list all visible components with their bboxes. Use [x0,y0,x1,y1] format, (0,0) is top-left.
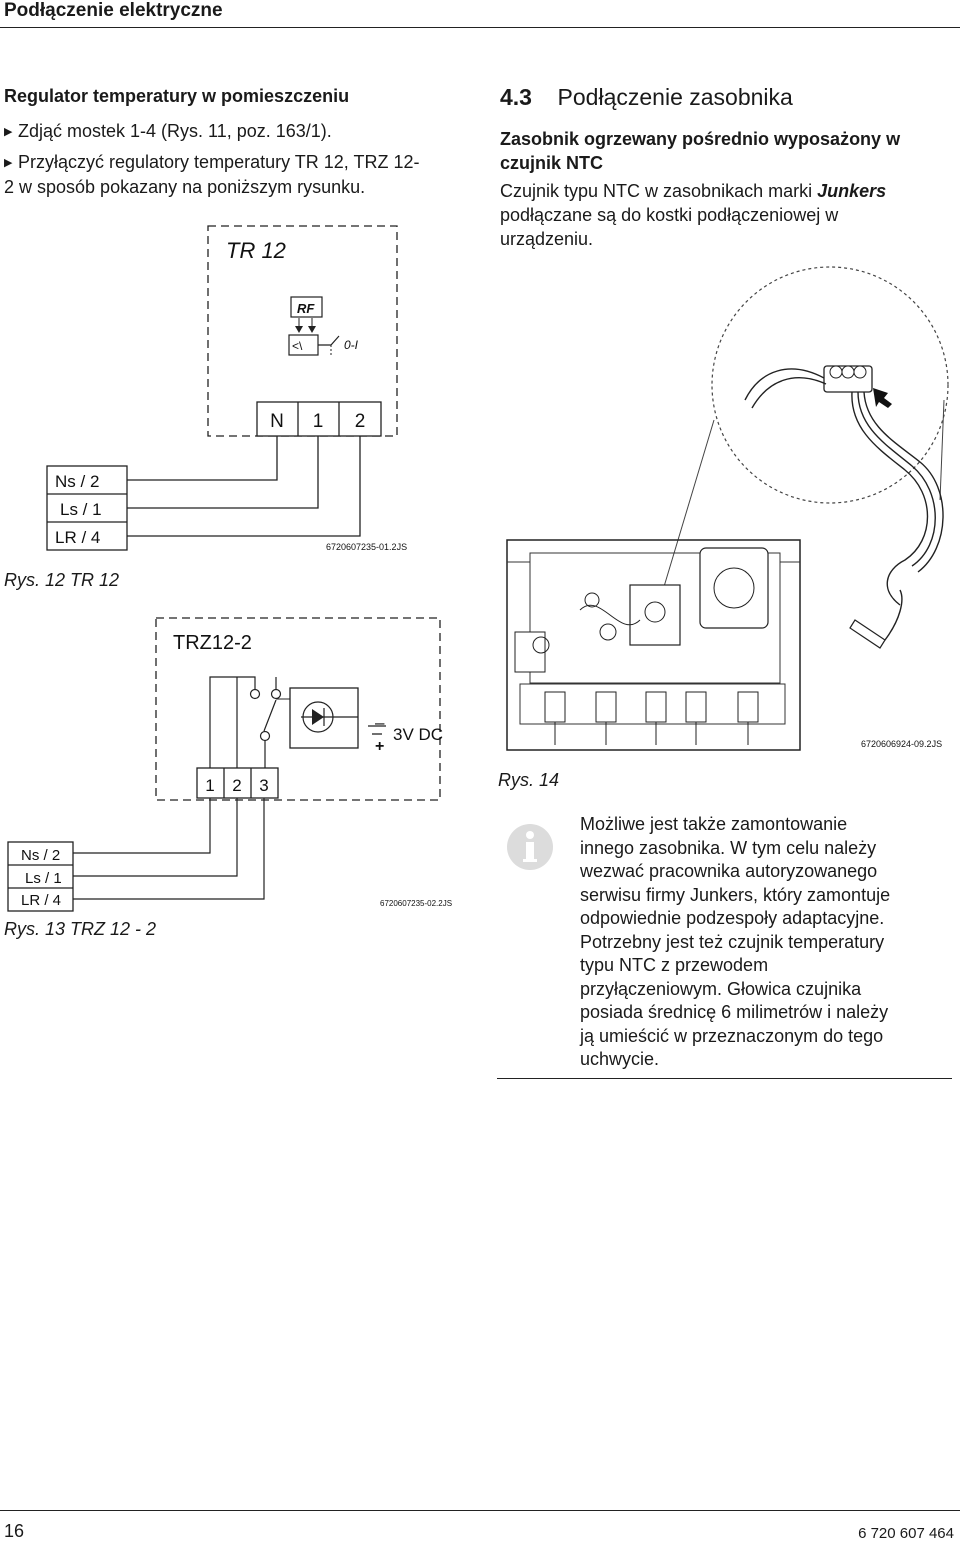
fig13-wiring-diagram: TRZ12-2 – + 3V DC 1 2 3 Ns / 2 Ls / 1 LR… [7,617,452,912]
subheading-line: czujnik NTC [500,153,604,173]
fig13-dc-label: 3V DC [393,725,443,744]
body-text: podłączane są do kostki podłączeniowej w [500,205,839,225]
fig12-code: 6720607235-01.2JS [326,542,407,552]
fig13-box-label: TRZ12-2 [173,632,252,654]
fig12-sensor-symbol: <\ [292,339,303,353]
body-text: Czujnik typu NTC w zasobnikach marki [500,181,818,201]
note-line: Potrzebny jest też czujnik temperatury [580,931,885,952]
note-text: Możliwe jest także zamontowanie innego z… [580,813,930,1072]
bullet-text: 2 w sposób pokazany na poniższym rysunku… [4,177,366,197]
section-4-3-heading: 4.3 Podłączenie zasobnika [500,84,793,111]
fig13-display-box [289,687,359,749]
body-text: urządzeniu. [500,229,594,249]
fig13-label-block [7,841,74,912]
fig14-boiler-frame [506,539,801,751]
fig12-terminal-n: N [270,411,284,432]
bullet-text: Zdjąć mostek 1-4 (Rys. 11, poz. 163/1). [18,121,332,141]
info-icon [507,824,553,870]
footer-rule [0,1510,960,1511]
fig12-label-ns: Ns / 2 [55,472,99,491]
fig14-boiler-illustration: 6720606924-09.2JS [506,266,949,751]
fig12-wiring-diagram: TR 12 RF <\ 0-I N 1 2 Ns / 2 Ls / 1 LR /… [46,225,407,552]
section-subheading: Zasobnik ogrzewany pośrednio wyposażony … [500,127,940,175]
fig12-label-ls: Ls / 1 [60,500,102,519]
fig13-caption: Rys. 13 TRZ 12 - 2 [4,919,157,939]
bullet-arrow-icon: ▶ [4,126,13,138]
note-line: posiada średnicę 6 milimetrów i należy [580,1002,889,1022]
fig13-terminal-block [196,767,279,799]
brand-name: Junkers [817,181,887,201]
fig13-label-ls: Ls / 1 [25,870,62,887]
fig12-rf-label: RF [297,301,315,316]
subheading-line: Zasobnik ogrzewany pośrednio wyposażony … [500,129,901,149]
fig13-label-lr: LR / 4 [21,892,61,909]
fig12-box-label: TR 12 [226,238,286,263]
fig12-terminal-1: 1 [313,411,324,432]
fig13-minus: – [375,713,385,732]
note-line: ją umieścić w przeznaczonym do tego [580,1025,884,1046]
fig14-pump [699,547,769,629]
fig12-caption: Rys. 12 TR 12 [4,570,120,590]
section-body: Czujnik typu NTC w zasobnikach marki Jun… [500,179,940,251]
fig12-dashed-box [207,225,398,437]
fig14-arrow-icon [873,388,892,408]
page-number: 16 [4,1521,25,1541]
fig13-plus: + [375,738,384,755]
bullet-item: ▶ Przyłączyć regulatory temperatury TR 12… [4,150,464,199]
bullet-text: Przyłączyć regulatory temperatury TR 12,… [18,152,420,172]
fig13-terminal-1: 1 [205,776,214,795]
fig13-terminal-2: 2 [232,776,241,795]
fig12-terminal-2: 2 [355,411,366,432]
fig12-terminal-block [256,401,382,437]
fig12-rf-box [290,296,323,318]
fig13-terminal-3: 3 [259,776,268,795]
fig14-ntc-sensor [849,619,886,649]
note-line: wezwać pracownika autoryzowanego [580,861,878,881]
bullet-item: ▶ Zdjąć mostek 1-4 (Rys. 11, poz. 163/1). [4,119,464,144]
note-line: Możliwe jest także zamontowanie [580,814,848,834]
bullet-arrow-icon: ▶ [4,157,13,169]
page-header-title: Podłączenie elektryczne [4,0,223,21]
note-line: serwisu firmy Junkers, który zamontuje [580,884,891,905]
fig12-switch-label: 0-I [344,338,359,352]
header-rule [0,27,960,28]
note-rule [497,1078,952,1079]
note-line: typu NTC z przewodem [580,955,769,975]
note-line: odpowiednie podzespoły adaptacyjne. [580,908,885,928]
note-line: uchwycie. [580,1049,660,1069]
fig13-code: 6720607235-02.2JS [380,899,452,908]
fig14-caption: Rys. 14 [498,770,560,790]
document-code: 6 720 607 464 [858,1525,954,1542]
fig14-gas-valve [629,584,681,646]
room-regulator-heading: Regulator temperatury w pomieszczeniu [4,86,350,106]
fig13-label-ns: Ns / 2 [21,847,60,864]
fig12-label-lr: LR / 4 [55,528,100,547]
fig14-detail-circle [711,266,949,504]
note-line: innego zasobnika. W tym celu należy [580,837,877,858]
section-title: Podłączenie zasobnika [557,84,793,110]
note-line: przyłączeniowym. Głowica czujnika [580,978,862,999]
fig14-code: 6720606924-09.2JS [861,739,942,749]
section-number: 4.3 [500,84,532,110]
